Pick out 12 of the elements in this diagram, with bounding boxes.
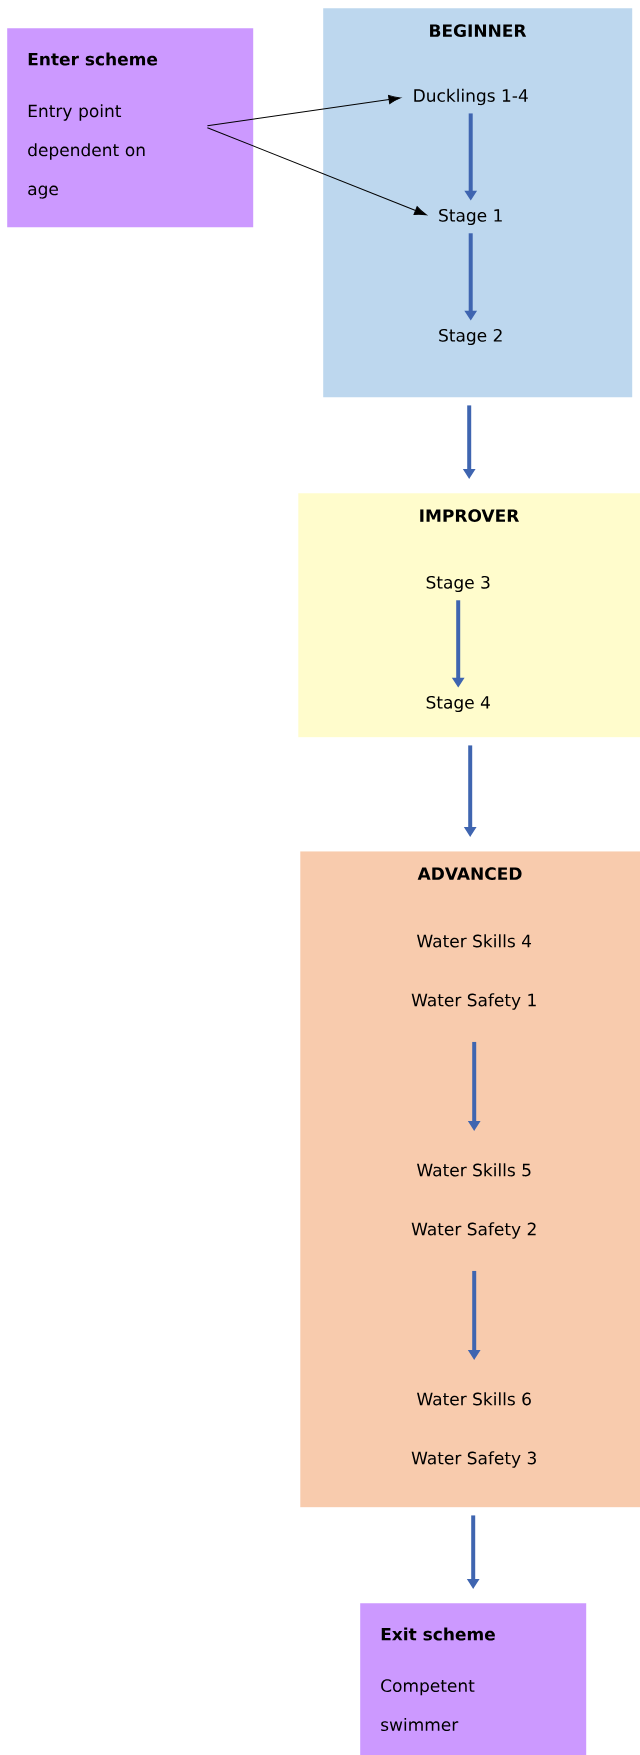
stage-label: Stage 2 [439, 328, 502, 346]
arrow [206, 127, 427, 216]
scheme-card: Enter scheme Entry point dependent on age [7, 28, 254, 228]
stage-label: Water Skills 5 Water Safety 2 [411, 1163, 536, 1239]
stage-label: Stage 1 [439, 208, 502, 226]
stage-label: Water Skills 6 Water Safety 3 [411, 1392, 536, 1468]
stage-label: Water Skills 4 Water Safety 1 [411, 934, 536, 1010]
stage-label: Stage 4 [426, 695, 490, 713]
stage-label: Stage 3 [426, 575, 490, 593]
scheme-card: Exit scheme Competent swimmer [360, 1603, 587, 1755]
arrow [206, 94, 401, 127]
stage-label: Ducklings 1-4 [414, 88, 528, 106]
